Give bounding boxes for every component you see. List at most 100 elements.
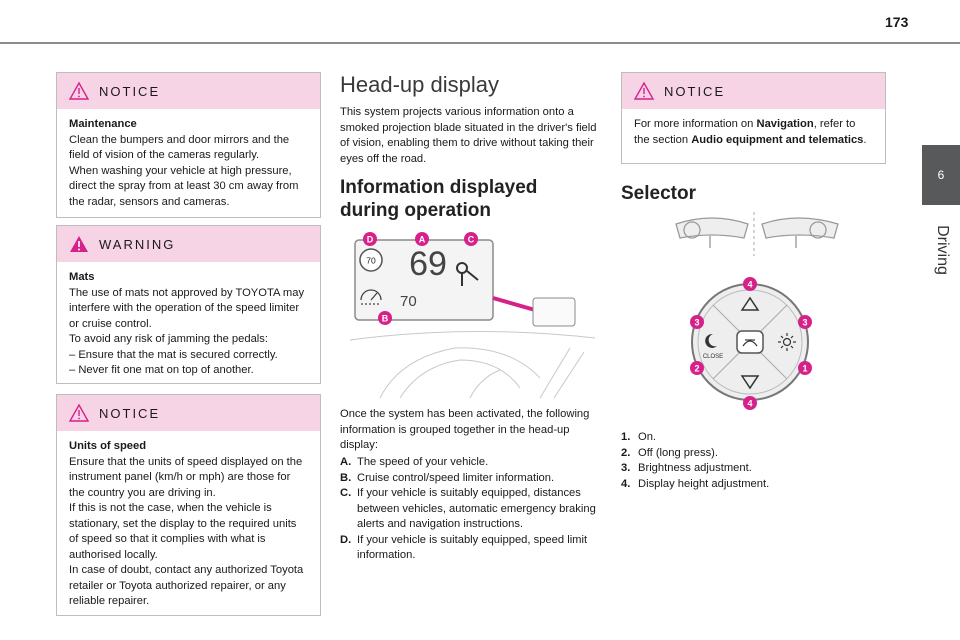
up-arrow-icon xyxy=(740,296,760,311)
hud-info-list: A. The speed of your vehicle. B. Cruise con… xyxy=(340,455,602,564)
section-title: Head-up display xyxy=(340,72,499,97)
notice-text: For more information on xyxy=(634,118,757,130)
header-rule xyxy=(0,42,960,44)
notice-navigation-box: NOTICE For more information on Navigatio… xyxy=(621,72,886,164)
chapter-label: Driving xyxy=(934,225,951,275)
notice-title: NOTICE xyxy=(99,405,161,421)
box-heading-line: Units of speed xyxy=(69,440,147,452)
list-item: 3. Brightness adjustment. xyxy=(621,461,883,477)
callout-4-bottom xyxy=(743,396,757,410)
hud-figure: 70 69 70 D A C B xyxy=(349,232,596,399)
callouts xyxy=(363,232,478,325)
callout-b xyxy=(378,311,392,325)
audio-telematics-link[interactable]: Audio equipment and telematics xyxy=(691,133,864,146)
bullet-line: – Never fit one mat on top of another. xyxy=(69,364,254,376)
callout-4-bottom-label: 4 xyxy=(747,398,752,408)
notice-header: NOTICE xyxy=(622,73,885,109)
callout-3-right-label: 3 xyxy=(802,317,807,327)
hud-after-text: Once the system has been activated, the … xyxy=(340,408,590,451)
list-item: 2. Off (long press). xyxy=(621,446,883,462)
head-up-display-icon xyxy=(742,339,758,347)
list-item-key: C. xyxy=(340,487,352,499)
warning-triangle-icon xyxy=(69,404,89,422)
hud-intro: This system projects various information… xyxy=(340,106,597,165)
list-item: D. If your vehicle is suitably equipped, … xyxy=(340,533,602,564)
callout-a-label: A xyxy=(419,234,426,244)
callout-3-left xyxy=(690,315,704,329)
hud-speed-value: 69 xyxy=(409,245,447,283)
list-item-key: D. xyxy=(340,533,352,546)
sun-icon xyxy=(778,333,796,351)
callout-a xyxy=(415,232,429,246)
projection-blade xyxy=(532,297,576,327)
page-number: 173 xyxy=(885,14,909,30)
list-item: 1. On. xyxy=(621,430,883,446)
callout-1-label: 1 xyxy=(802,363,807,373)
callout-3-left-label: 3 xyxy=(694,317,699,327)
selector-title: Selector xyxy=(621,183,696,204)
body-line: Clean the bumpers and door mirrors and t… xyxy=(69,133,290,162)
steering-wheel-icon xyxy=(761,217,839,239)
warning-triangle-icon xyxy=(69,82,89,100)
list-item-key: 3. xyxy=(621,462,631,474)
list-item-text: Display height adjustment. xyxy=(638,477,770,490)
list-item: 4. Display height adjustment. xyxy=(621,477,883,493)
list-item: C. If your vehicle is suitably equipped, … xyxy=(340,486,602,533)
list-item-text: On. xyxy=(638,431,657,443)
list-item: B. Cruise control/speed limiter informati… xyxy=(340,471,602,487)
steering-wheel-icon xyxy=(675,217,749,239)
warning-title: WARNING xyxy=(99,236,176,252)
body-line: The use of mats not approved by TOYOTA m… xyxy=(69,286,305,330)
navigation-link[interactable]: Navigation xyxy=(756,118,814,130)
warning-triangle-icon xyxy=(70,236,88,252)
selector-list: 1. On. 2. Off (long press). 3. Brightness adj… xyxy=(621,430,883,492)
callout-1 xyxy=(798,361,812,375)
notice-title: NOTICE xyxy=(99,83,161,99)
list-item-key: 1. xyxy=(621,431,631,443)
callout-b-label: B xyxy=(382,313,389,323)
chapter-tab[interactable]: 6 xyxy=(922,145,960,205)
list-item-text: The speed of your vehicle. xyxy=(357,456,489,468)
body-line: To avoid any risk of jamming the pedals: xyxy=(69,333,268,345)
speed-limit-sign xyxy=(359,248,383,272)
callout-4-top xyxy=(743,277,757,291)
selector-diagram[interactable]: CLOSE 4 3 3 2 1 4 xyxy=(680,272,830,412)
selector-callouts xyxy=(690,277,812,410)
list-item-text: Off (long press). xyxy=(638,446,719,459)
list-item-key: 2. xyxy=(621,446,631,459)
box-heading-line: Maintenance xyxy=(69,118,137,130)
notice-text: . xyxy=(863,133,867,146)
dashboard-sketch xyxy=(349,330,596,399)
list-item-text: If your vehicle is suitably equipped, di… xyxy=(357,487,596,530)
list-item-key: B. xyxy=(340,471,352,484)
list-item: A. The speed of your vehicle. xyxy=(340,455,602,471)
list-item-key: A. xyxy=(340,456,352,468)
close-label: CLOSE xyxy=(703,354,723,360)
list-item-text: Brightness adjustment. xyxy=(638,462,752,474)
list-item-text: Cruise control/speed limiter information… xyxy=(357,471,555,484)
callout-4-top-label: 4 xyxy=(747,279,752,289)
body-line: Ensure that the units of speed displayed… xyxy=(69,455,303,499)
callout-d xyxy=(363,232,377,246)
callout-c xyxy=(464,232,478,246)
warning-triangle-icon xyxy=(634,82,654,100)
bullet-line: – Ensure that the mat is secured correct… xyxy=(69,348,278,361)
cruise-value: 70 xyxy=(400,293,417,310)
down-arrow-icon xyxy=(740,375,760,390)
subsection-title: Information displayed during operation xyxy=(340,177,538,221)
notice-header: NOTICE xyxy=(57,395,320,431)
warning-header: WARNING xyxy=(57,226,320,262)
body-line: When washing your vehicle at high pressu… xyxy=(69,164,299,208)
callout-3-right xyxy=(798,315,812,329)
list-item-key: 4. xyxy=(621,477,631,490)
speed-limit-value: 70 xyxy=(366,256,376,266)
list-item-text: If your vehicle is suitably equipped, sp… xyxy=(357,533,588,562)
callout-d-label: D xyxy=(367,234,374,244)
body-line: If this is not the case, when the vehicl… xyxy=(69,502,297,561)
callout-2 xyxy=(690,361,704,375)
notice-text: , refer to the section xyxy=(634,118,856,146)
